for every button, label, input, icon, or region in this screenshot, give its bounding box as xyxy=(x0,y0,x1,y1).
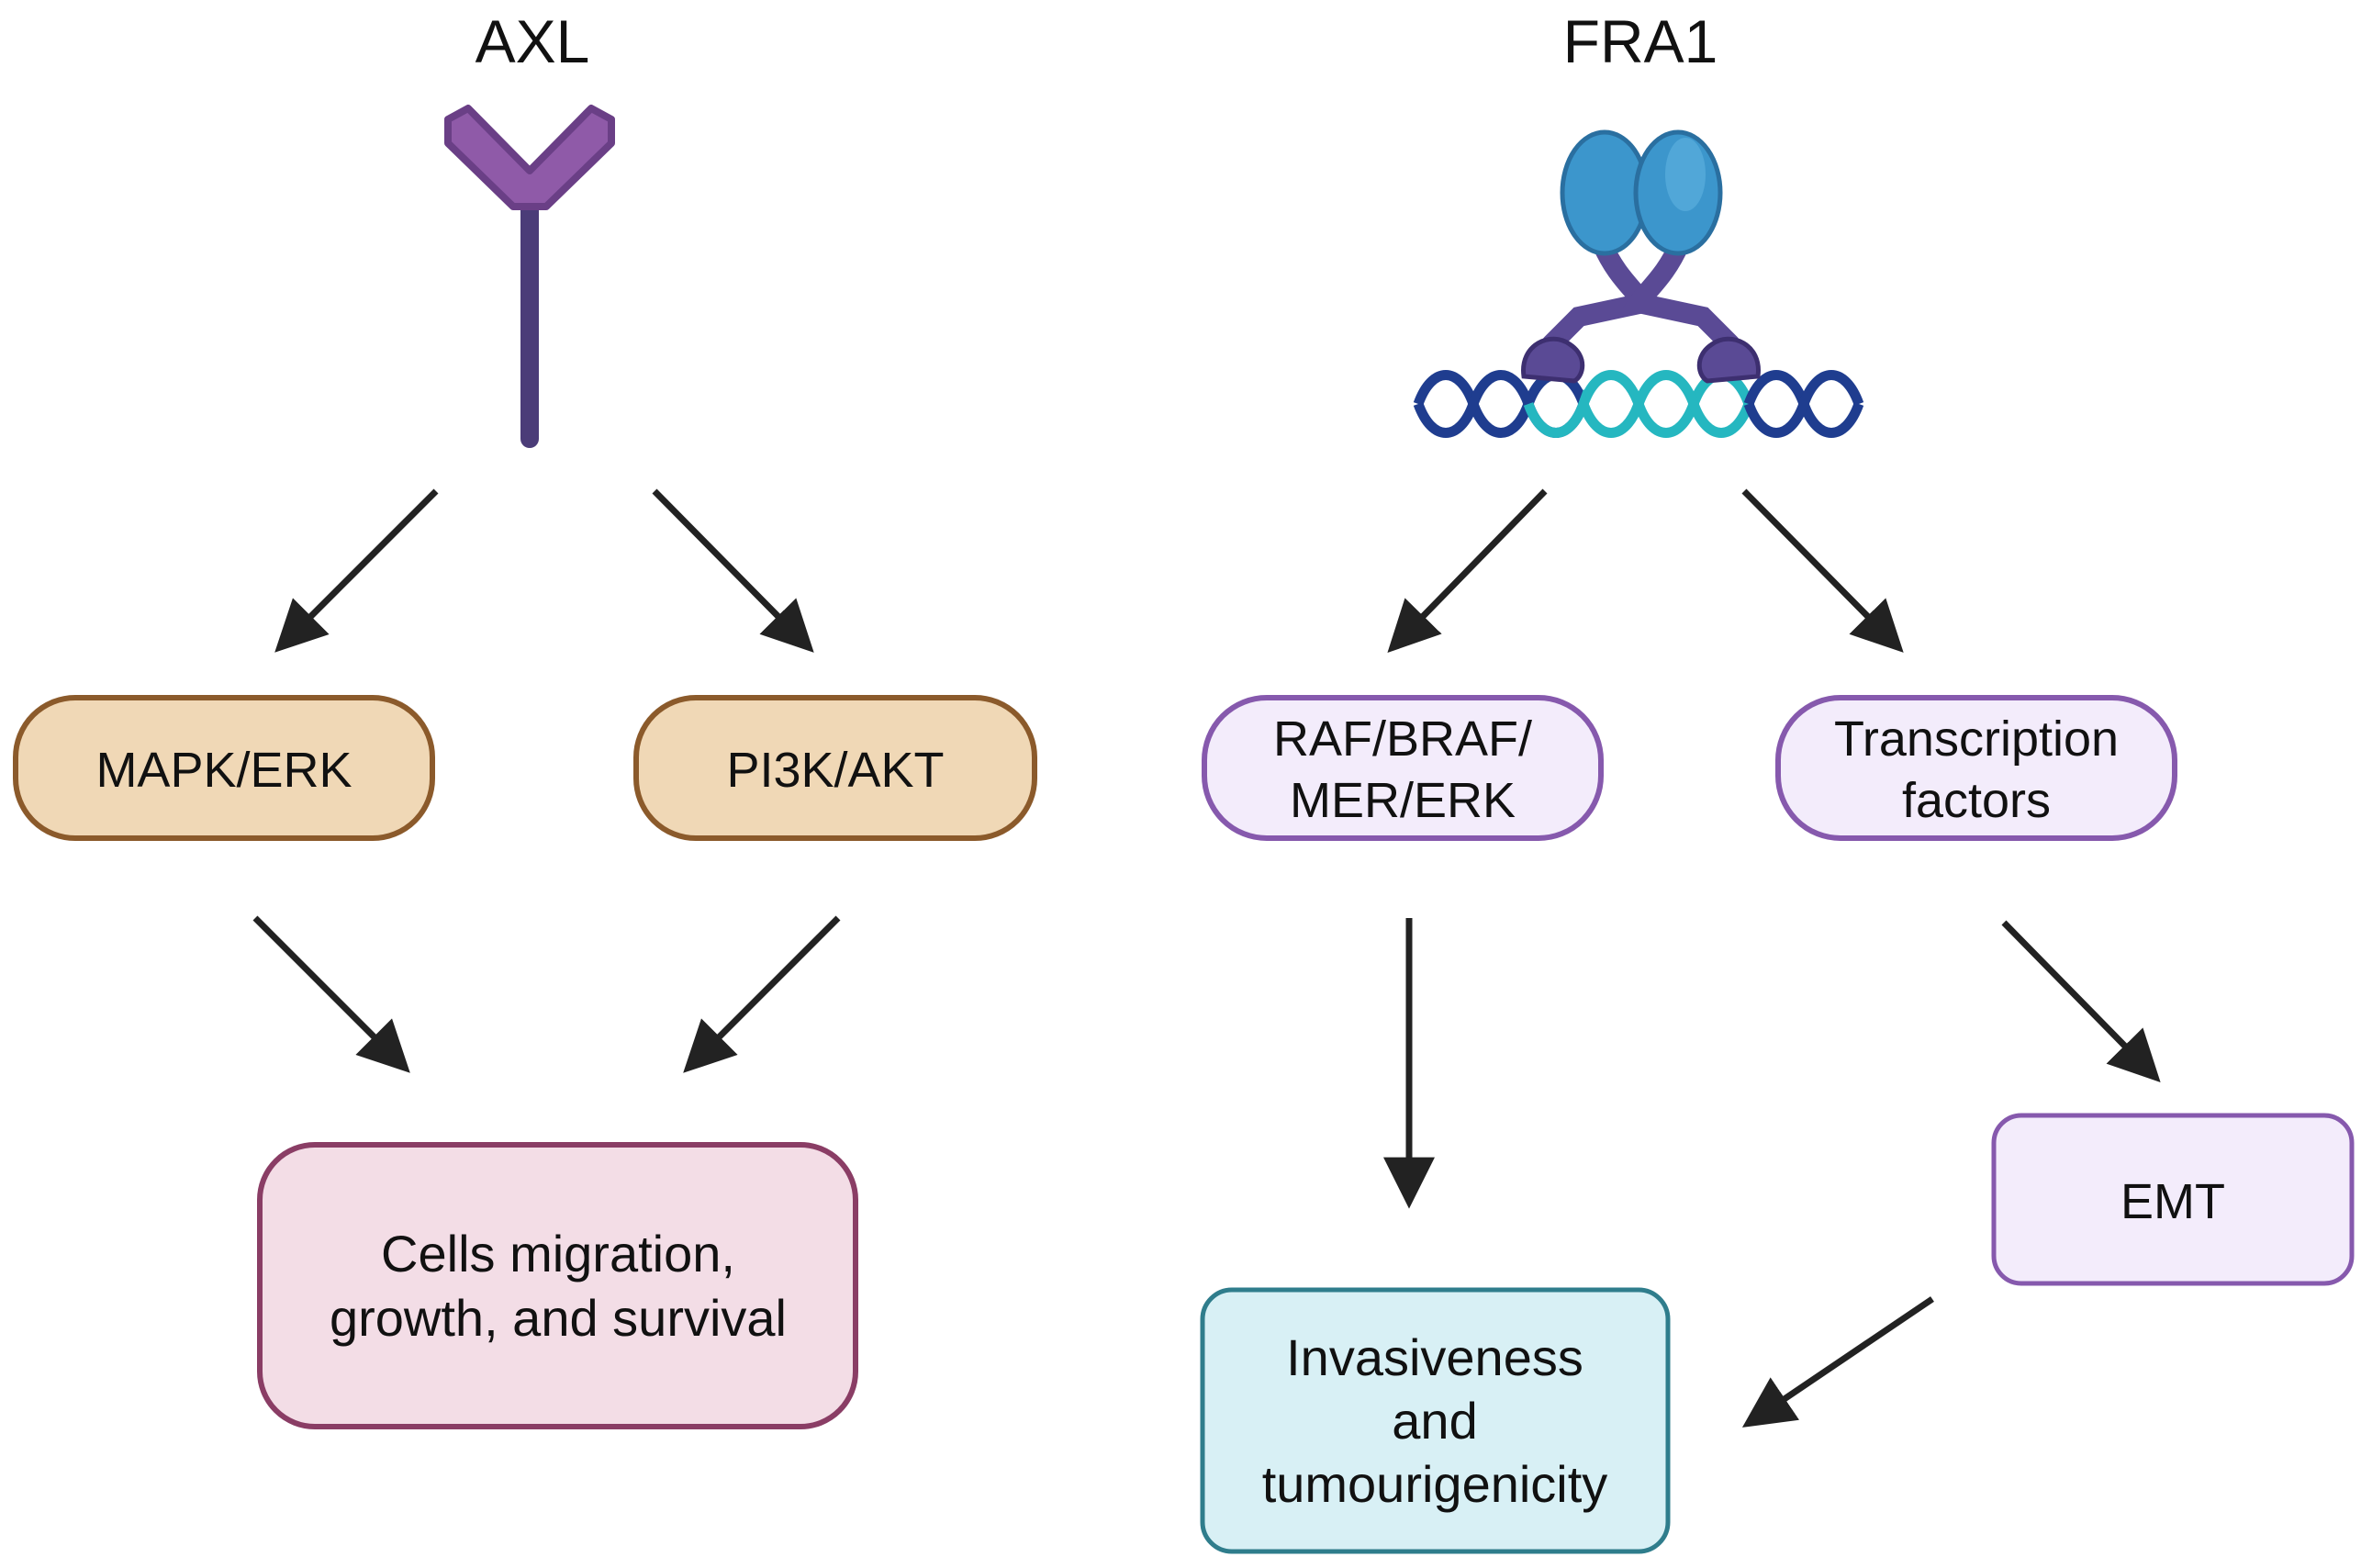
fra1-title: FRA1 xyxy=(1563,7,1718,75)
invasiveness-label-line1: Invasiveness xyxy=(1286,1328,1583,1386)
arrow-fra1-to-raf xyxy=(1387,488,1548,654)
arrows xyxy=(252,488,2161,1428)
pi3k-akt-label: PI3K/AKT xyxy=(726,743,944,798)
raf-braf-label-line1: RAF/BRAF/ xyxy=(1273,711,1532,767)
arrow-axl-to-pi3k xyxy=(652,488,814,653)
arrow-axl-to-mapk xyxy=(274,488,439,653)
transcription-factors-label-line2: factors xyxy=(1902,773,2051,828)
transcription-factors-node: Transcription factors xyxy=(1775,695,2177,841)
transcription-factors-label-line1: Transcription xyxy=(1834,711,2119,767)
raf-braf-mer-erk-node: RAF/BRAF/ MER/ERK xyxy=(1202,695,1604,841)
emt-node: EMT xyxy=(1991,1113,2355,1286)
invasiveness-node: Invasiveness and tumourigenicity xyxy=(1200,1287,1671,1554)
invasiveness-label-line2: and xyxy=(1392,1392,1477,1450)
arrow-fra1-to-tf xyxy=(1741,488,1904,653)
arrow-tf-to-emt xyxy=(2001,920,2161,1082)
raf-braf-label-line2: MER/ERK xyxy=(1290,773,1516,828)
cells-migration-label-line1: Cells migration, xyxy=(381,1225,735,1282)
mapk-erk-label: MAPK/ERK xyxy=(95,743,352,798)
axl-receptor-icon xyxy=(444,105,615,448)
cells-migration-node: Cells migration, growth, and survival xyxy=(257,1142,858,1429)
mapk-erk-node: MAPK/ERK xyxy=(13,695,435,841)
arrow-emt-to-invasiveness xyxy=(1741,1296,1934,1428)
fra1-protein-dna-icon xyxy=(1413,129,1864,438)
dna-helix-icon xyxy=(1413,370,1864,438)
invasiveness-label-line3: tumourigenicity xyxy=(1262,1455,1608,1513)
arrow-mapk-to-cells xyxy=(252,915,410,1073)
cells-migration-label-line2: growth, and survival xyxy=(330,1289,787,1347)
arrow-pi3k-to-cells xyxy=(683,915,841,1073)
axl-title: AXL xyxy=(476,7,590,75)
emt-label: EMT xyxy=(2120,1174,2225,1229)
pi3k-akt-node: PI3K/AKT xyxy=(633,695,1037,841)
